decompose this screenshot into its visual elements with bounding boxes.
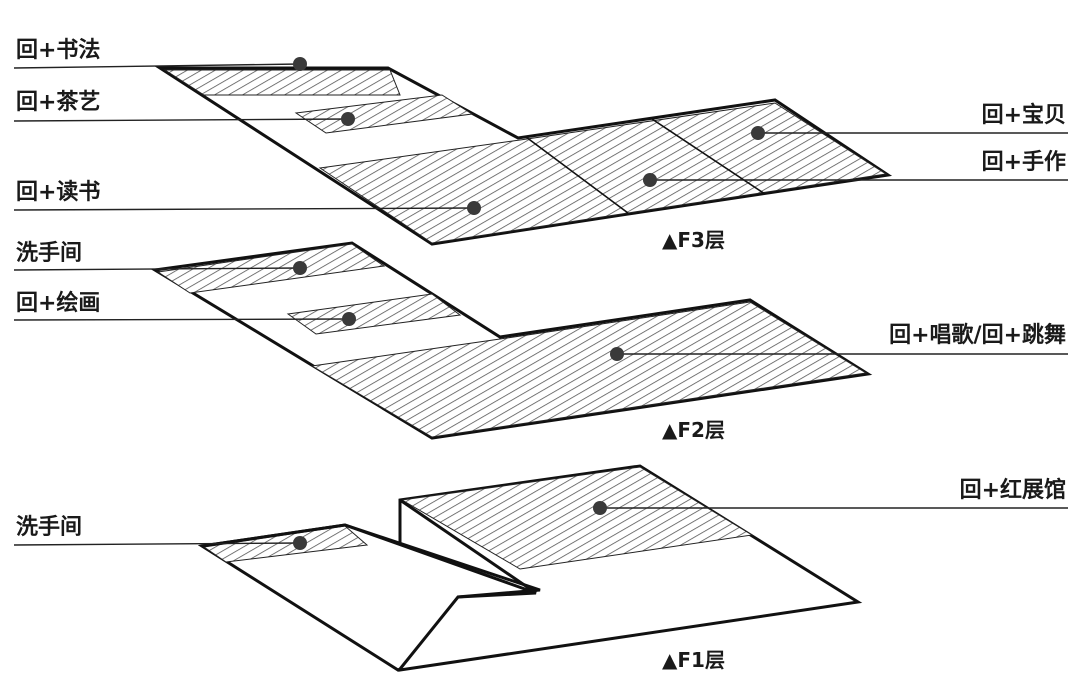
leaders	[13, 57, 1068, 550]
dot-singing	[610, 347, 624, 361]
floor-f1	[197, 464, 863, 672]
leader-painting	[13, 318, 350, 321]
label-painting: 回+绘画	[16, 291, 101, 316]
label-restroom-f2: 洗手间	[16, 241, 83, 266]
floor-label-f2: ▲F2层	[662, 418, 725, 442]
floor-label-f3: ▲F3层	[662, 228, 725, 252]
dot-restroom-f1	[293, 536, 307, 550]
label-red-exhibition: 回+红展馆	[959, 478, 1066, 503]
f3-divider-1	[525, 136, 629, 214]
label-calligraphy: 回+书法	[16, 38, 101, 63]
leader-tea	[13, 118, 349, 122]
label-handcraft: 回+手作	[981, 150, 1066, 175]
leader-reading	[13, 207, 475, 211]
label-restroom-f1: 洗手间	[16, 515, 83, 540]
floor-label-f1: ▲F1层	[662, 648, 725, 672]
leader-restroom-f2	[13, 267, 301, 271]
dot-tea	[341, 112, 355, 126]
dot-restroom-f2	[293, 261, 307, 275]
label-treasure: 回+宝贝	[981, 103, 1066, 128]
f2-painting-area	[286, 293, 462, 335]
f1-left-block-edge	[201, 523, 537, 599]
f1-red-exhibition-area	[400, 466, 754, 570]
floor-f3	[154, 66, 893, 246]
leader-calligraphy	[13, 63, 301, 69]
dot-red-exhibition	[593, 501, 607, 515]
floor-f2	[150, 241, 873, 440]
f3-tea-area	[294, 94, 474, 134]
f1-inner-notch	[399, 498, 537, 595]
dot-treasure	[751, 126, 765, 140]
f3-calligraphy-area	[163, 69, 401, 96]
leader-restroom-f1	[13, 542, 301, 546]
dot-handcraft	[643, 173, 657, 187]
f3-divider-2	[651, 118, 766, 195]
label-singing-dancing: 回+唱歌/回+跳舞	[889, 323, 1066, 348]
f2-main-hatch	[310, 301, 868, 438]
dot-calligraphy	[293, 57, 307, 71]
label-tea: 回+茶艺	[16, 90, 101, 115]
dot-reading	[467, 201, 481, 215]
dot-painting	[342, 312, 356, 326]
label-reading: 回+读书	[16, 180, 101, 205]
